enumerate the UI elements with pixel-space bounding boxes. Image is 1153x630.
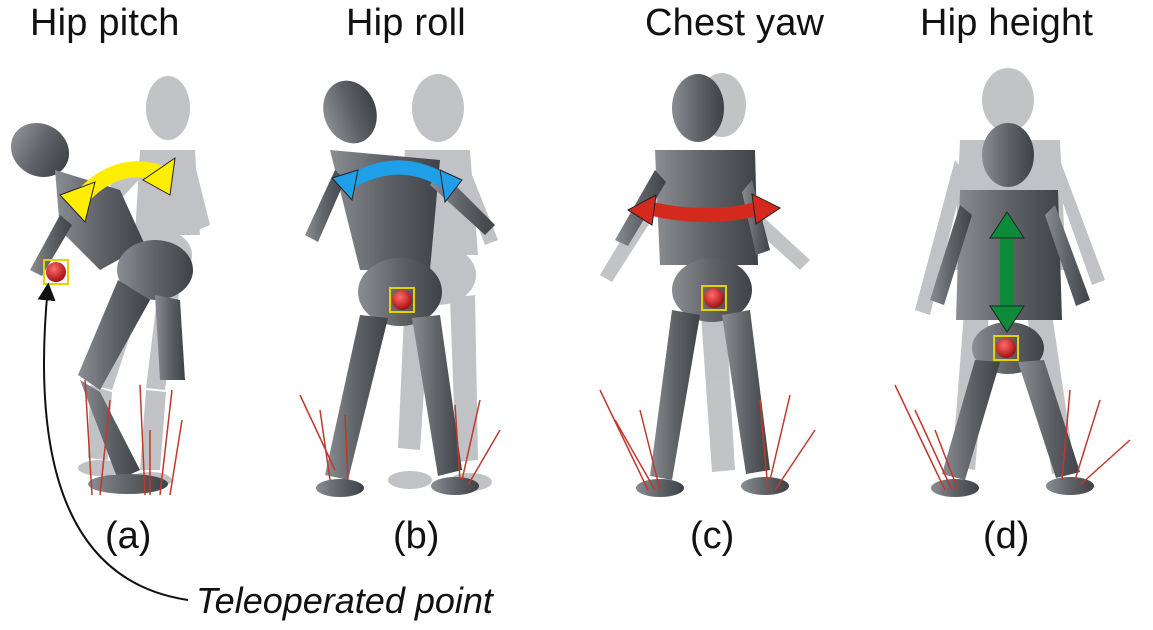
panel-a-figure — [1, 76, 210, 495]
panel-c-label: (c) — [690, 515, 734, 558]
panel-d-label: (d) — [983, 515, 1029, 558]
panel-b-label: (b) — [393, 515, 439, 558]
teleoperated-point-label: Teleoperated point — [196, 580, 493, 622]
ground-force-lines — [895, 385, 1130, 490]
panel-c-figure — [600, 73, 815, 497]
panel-a-label: (a) — [105, 515, 151, 558]
panel-d-figure — [895, 68, 1130, 497]
panel-b-figure — [300, 73, 500, 497]
